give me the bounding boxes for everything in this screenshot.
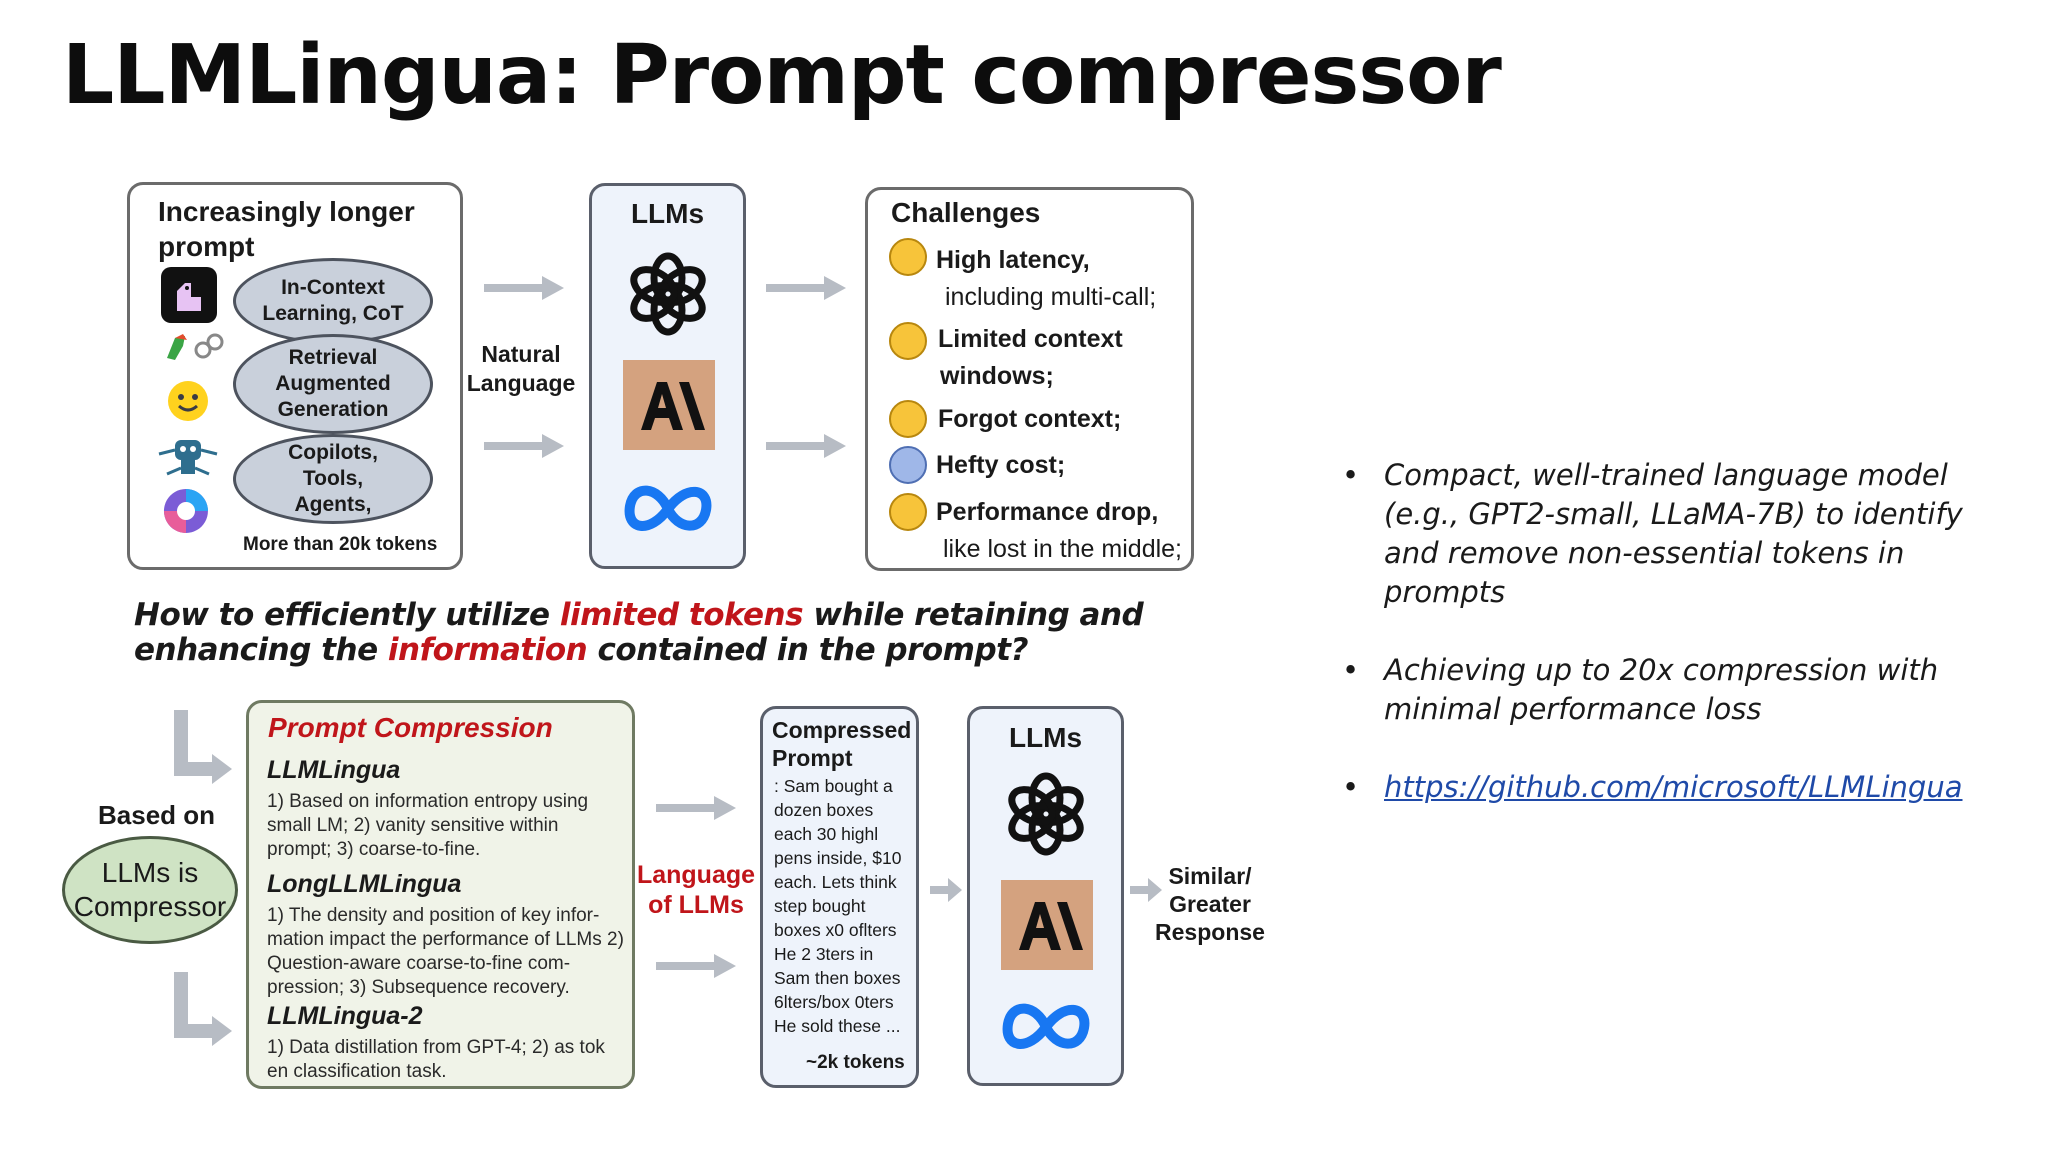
- prompt-compression-box: [246, 700, 635, 1089]
- bullet-item-link: https://github.com/microsoft/LLMLingua: [1342, 768, 2002, 807]
- challenge-item-2: Limited context: [938, 325, 1123, 353]
- challenge-item-1: High latency,: [936, 246, 1090, 274]
- method-desc-longllmlingua: 1) The density and position of key infor…: [267, 905, 624, 998]
- arrow-right-6: [656, 954, 736, 978]
- arrow-right-5: [656, 796, 736, 820]
- challenge-item-2-detail: windows;: [940, 362, 1054, 390]
- compressed-prompt-title: Compressed Prompt: [772, 717, 912, 771]
- arrow-right-1: [484, 276, 564, 300]
- m365-copilot-icon: [161, 486, 211, 536]
- parrot-chain-icon: [161, 330, 227, 364]
- arrow-right-2: [484, 434, 564, 458]
- meta-logo-icon: [624, 485, 712, 531]
- arrow-right-8: [1130, 878, 1162, 902]
- anthropic-logo-icon: [623, 360, 715, 450]
- challenge-item-5: Performance drop,: [936, 498, 1159, 526]
- method-name-longllmlingua: LongLLMLingua: [267, 870, 462, 898]
- based-on-label: Based on: [98, 800, 216, 830]
- method-name-llmlingua-2: LLMLingua-2: [267, 1002, 423, 1030]
- language-of-llms-label: Language of LLMs: [636, 861, 756, 919]
- woozy-face-icon: [889, 493, 927, 531]
- method-desc-llmlingua: 1) Based on information entropy using sm…: [267, 791, 589, 860]
- natural-language-label: Natural Language: [466, 341, 576, 396]
- slide-title: LLMLingua: Prompt compressor: [62, 28, 1502, 123]
- llama-icon: [161, 267, 217, 323]
- challenges-title: Challenges: [891, 197, 1041, 228]
- anthropic-logo-icon-bottom: [1001, 880, 1093, 970]
- method-desc-llmlingua-2: 1) Data distillation from GPT-4; 2) as t…: [267, 1037, 605, 1082]
- compressed-prompt-footer: ~2k tokens: [806, 1052, 905, 1073]
- screaming-face-icon: [889, 446, 927, 484]
- hugging-face-icon: [165, 378, 211, 424]
- challenge-item-4: Hefty cost;: [936, 451, 1066, 479]
- disguise-face-icon: [889, 238, 927, 276]
- oval-in-context: In-Context Learning, CoT: [233, 258, 433, 344]
- oval-rag: Retrieval Augmented Generation: [233, 334, 433, 434]
- bullet-item: Achieving up to 20x compression with min…: [1342, 651, 2002, 729]
- openai-logo-icon: [630, 252, 706, 336]
- copilot-robot-icon: [155, 434, 221, 482]
- bullet-item: Compact, well-trained language model (e.…: [1342, 456, 2002, 612]
- prompt-box-title: Increasingly longer prompt: [158, 196, 415, 262]
- method-name-llmlingua: LLMLingua: [267, 756, 401, 784]
- flushed-face-icon: [889, 400, 927, 438]
- arrow-right-3: [766, 276, 846, 300]
- meta-logo-icon-bottom: [1002, 1003, 1090, 1049]
- arrow-right-4: [766, 434, 846, 458]
- question-text: How to efficiently utilize limited token…: [134, 597, 1144, 668]
- compressed-prompt-box: [760, 706, 919, 1088]
- arrow-right-7: [930, 878, 962, 902]
- oval-copilots: Copilots, Tools, Agents,: [233, 434, 433, 524]
- openai-logo-icon-bottom: [1008, 772, 1084, 856]
- challenge-item-1-detail: including multi-call;: [945, 283, 1157, 311]
- challenge-item-3: Forgot context;: [938, 405, 1122, 433]
- dizzy-face-icon: [889, 322, 927, 360]
- bent-arrow-bottom: [174, 972, 232, 1046]
- llms-is-compressor-oval: LLMs is Compressor: [62, 836, 238, 944]
- llms-title-top: LLMs: [630, 198, 705, 229]
- prompt-box-footer: More than 20k tokens: [243, 534, 438, 555]
- response-label: Similar/ Greater Response: [1155, 863, 1265, 945]
- bent-arrow-top: [174, 710, 232, 784]
- llms-title-bottom: LLMs: [1008, 722, 1083, 753]
- prompt-compression-title: Prompt Compression: [268, 712, 553, 743]
- challenge-item-5-detail: like lost in the middle;: [943, 535, 1183, 563]
- bullet-list: Compact, well-trained language model (e.…: [1342, 456, 2002, 846]
- github-link[interactable]: https://github.com/microsoft/LLMLingua: [1384, 770, 1963, 804]
- compressed-prompt-text: : Sam bought a dozen boxes each 30 highl…: [774, 776, 902, 1036]
